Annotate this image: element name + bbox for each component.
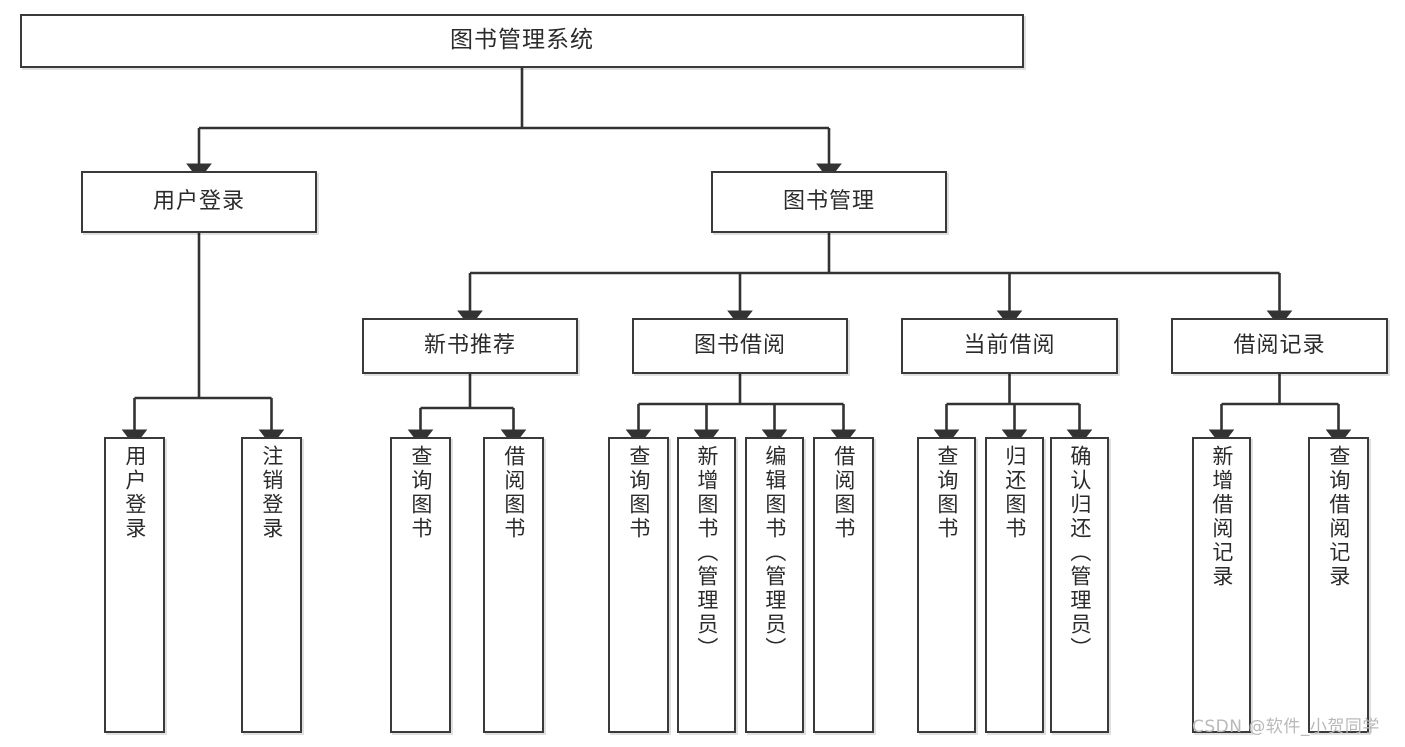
node-new-book-recommend[interactable]: 新书推荐 bbox=[362, 318, 578, 374]
node-label: 新增图书（管理员） bbox=[694, 445, 719, 661]
node-leaf-return-book[interactable]: 归还图书 bbox=[985, 437, 1044, 733]
node-leaf-borrow-book-2[interactable]: 借阅图书 bbox=[813, 437, 874, 733]
node-label: 确认归还（管理员） bbox=[1067, 445, 1092, 661]
node-leaf-query-record[interactable]: 查询借阅记录 bbox=[1308, 437, 1369, 733]
node-leaf-borrow-book-1[interactable]: 借阅图书 bbox=[483, 437, 544, 733]
node-label: 用户登录 bbox=[122, 445, 147, 541]
node-leaf-user-logout[interactable]: 注销登录 bbox=[241, 437, 302, 733]
node-current-borrow[interactable]: 当前借阅 bbox=[901, 318, 1118, 374]
node-label: 图书管理 bbox=[782, 188, 875, 214]
node-book-borrow[interactable]: 图书借阅 bbox=[632, 318, 848, 374]
node-label: 查询图书 bbox=[626, 445, 651, 541]
node-borrow-record[interactable]: 借阅记录 bbox=[1171, 318, 1388, 374]
node-leaf-add-record[interactable]: 新增借阅记录 bbox=[1192, 437, 1251, 733]
node-label: 注销登录 bbox=[259, 445, 284, 541]
node-leaf-query-book-1[interactable]: 查询图书 bbox=[390, 437, 451, 733]
node-leaf-edit-book[interactable]: 编辑图书（管理员） bbox=[745, 437, 804, 733]
node-label: 当前借阅 bbox=[963, 332, 1056, 358]
node-label: 新书推荐 bbox=[423, 332, 516, 358]
node-label: 编辑图书（管理员） bbox=[762, 445, 787, 661]
node-leaf-confirm-return[interactable]: 确认归还（管理员） bbox=[1050, 437, 1109, 733]
node-label: 查询借阅记录 bbox=[1326, 445, 1351, 589]
watermark: CSDN @软件_小贺同学 bbox=[1192, 717, 1380, 737]
node-leaf-query-book-2[interactable]: 查询图书 bbox=[608, 437, 669, 733]
node-label: 查询图书 bbox=[934, 445, 959, 541]
node-label: 借阅图书 bbox=[831, 445, 856, 541]
node-label: 借阅图书 bbox=[501, 445, 526, 541]
node-label: 用户登录 bbox=[152, 188, 245, 214]
node-label: 归还图书 bbox=[1002, 445, 1027, 541]
node-label: 新增借阅记录 bbox=[1209, 445, 1234, 589]
node-label: 借阅记录 bbox=[1233, 332, 1326, 358]
node-book-manage[interactable]: 图书管理 bbox=[711, 171, 947, 233]
node-user-login[interactable]: 用户登录 bbox=[81, 171, 317, 233]
node-root[interactable]: 图书管理系统 bbox=[20, 14, 1024, 68]
node-label: 图书借阅 bbox=[693, 332, 786, 358]
node-label: 图书管理系统 bbox=[450, 27, 594, 54]
node-leaf-user-login[interactable]: 用户登录 bbox=[104, 437, 165, 733]
node-label: 查询图书 bbox=[408, 445, 433, 541]
node-leaf-add-book[interactable]: 新增图书（管理员） bbox=[677, 437, 736, 733]
node-leaf-query-book-3[interactable]: 查询图书 bbox=[917, 437, 976, 733]
